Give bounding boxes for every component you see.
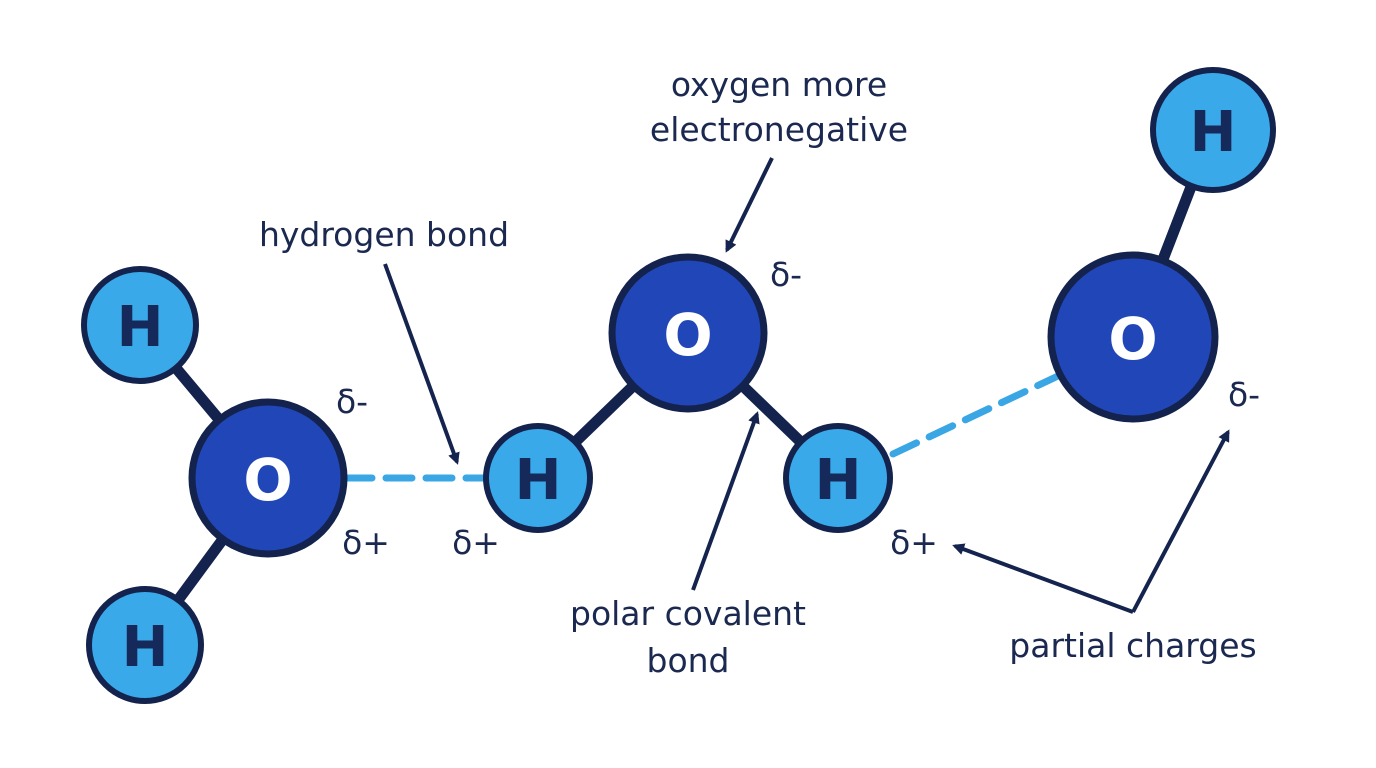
atom-label: H [117, 295, 164, 360]
label-polar-line1: polar covalent [570, 594, 806, 633]
arrow-hydrogen-bond [383, 263, 460, 465]
atom-label: H [1190, 100, 1237, 165]
atom-h-top-left: H [81, 266, 199, 384]
hydrogen-bond-right [889, 372, 1062, 458]
charge-o-right-minus: δ- [1228, 375, 1260, 414]
charge-o-left-minus: δ- [336, 382, 368, 421]
label-oxygen-line2: electronegative [650, 110, 908, 149]
label-polar-line2: bond [647, 641, 730, 680]
atom-o-left: O [188, 398, 348, 558]
arrow-partial-charges-right [1131, 429, 1230, 613]
atom-h-mid-left: H [483, 423, 593, 533]
atom-o-center: O [608, 253, 768, 413]
charge-o-center-minus: δ- [770, 255, 802, 294]
atom-label: H [515, 448, 562, 513]
charge-h-mid-right-plus: δ+ [890, 523, 938, 562]
atom-o-right: O [1047, 251, 1219, 423]
atom-h-top-right: H [1150, 67, 1276, 193]
atom-label: H [122, 615, 169, 680]
atom-h-bottom-left: H [86, 586, 204, 704]
label-hydrogen-bond: hydrogen bond [259, 215, 509, 254]
arrow-oxygen-electronegative [725, 157, 774, 253]
atom-h-mid-right: H [783, 423, 893, 533]
atom-label: H [815, 448, 862, 513]
atom-label: O [663, 301, 712, 369]
charge-h-mid-left-plus: δ+ [452, 523, 500, 562]
arrow-partial-charges-left [952, 543, 1134, 614]
arrow-polar-covalent-bond [691, 411, 760, 591]
label-oxygen-line1: oxygen more [671, 65, 887, 104]
atom-label: O [1108, 305, 1157, 373]
charge-o-left-plus: δ+ [342, 523, 390, 562]
label-partial-charges: partial charges [1009, 626, 1256, 665]
atom-label: O [243, 446, 292, 514]
